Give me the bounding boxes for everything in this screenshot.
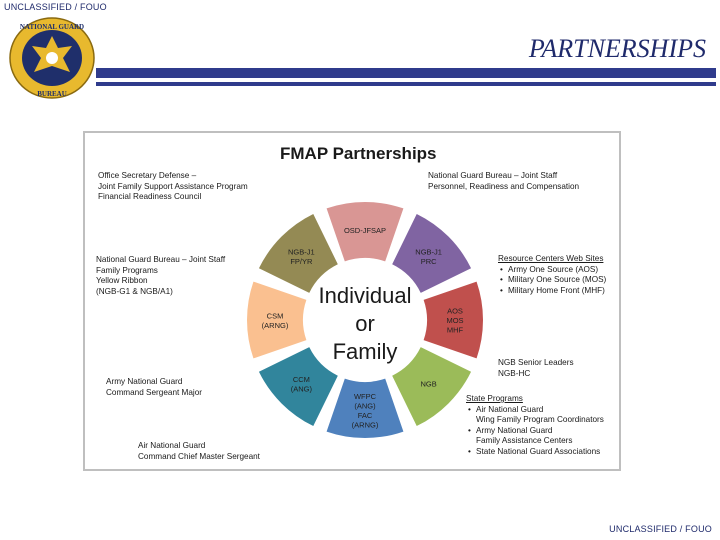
note-csm-line: Command Sergeant Major	[106, 387, 203, 397]
national-guard-bureau-seal: NATIONAL GUARD BUREAU	[8, 16, 96, 100]
note-osd-line: Joint Family Support Assistance Program	[98, 181, 248, 191]
note-family-line: Family Programs	[96, 265, 158, 275]
note-ngb-j1: National Guard Bureau – Joint Staff Pers…	[428, 171, 579, 192]
state-item: Wing Family Program Coordinators	[476, 415, 604, 424]
center-line-1: Individual	[318, 283, 412, 308]
state-item: Family Assistance Centers	[476, 436, 573, 445]
seal-text-top: NATIONAL GUARD	[20, 23, 84, 31]
ngb-leaders-line: NGB Senior Leaders	[498, 358, 574, 367]
ngb-leaders-line: NGB-HC	[498, 368, 531, 378]
note-family-line: Yellow Ribbon	[96, 276, 148, 285]
wheel-segment	[258, 347, 338, 427]
wheel-segment-label: CSM(ARNG)	[262, 311, 289, 330]
note-ngb-j1-line: National Guard Bureau – Joint Staff	[428, 171, 558, 180]
note-ccm-line: Command Chief Master Sergeant	[138, 451, 260, 461]
header-rule-thin	[96, 82, 716, 86]
note-osd: Office Secretary Defense – Joint Family …	[98, 171, 248, 203]
note-ccm: Air National Guard Command Chief Master …	[138, 441, 260, 462]
page-title: PARTNERSHIPS	[528, 34, 706, 63]
state-item: Army National Guard	[468, 426, 604, 437]
resource-item: Army One Source (AOS)	[500, 265, 606, 276]
note-osd-line: Office Secretary Defense –	[98, 171, 197, 180]
wheel-segment	[423, 281, 483, 359]
wheel-segment	[326, 378, 404, 438]
seal-text-bottom: BUREAU	[37, 90, 67, 98]
state-item: Air National Guard	[468, 405, 604, 416]
wheel-segment	[392, 347, 472, 427]
resource-title: Resource Centers Web Sites	[498, 254, 604, 263]
note-ngb-j1-line: Personnel, Readiness and Compensation	[428, 181, 580, 191]
wheel-segment	[258, 213, 338, 293]
resource-item: Military One Source (MOS)	[500, 275, 606, 286]
wheel-segment	[392, 213, 472, 293]
note-ccm-line: Air National Guard	[138, 441, 206, 450]
header-rule-thick	[96, 68, 716, 78]
wheel-segment-label: CCM(ANG)	[291, 375, 313, 394]
note-csm: Army National Guard Command Sergeant Maj…	[106, 377, 202, 398]
wheel-segment	[247, 281, 307, 359]
note-family-programs: National Guard Bureau – Joint Staff Fami…	[96, 255, 225, 297]
resource-item: Military Home Front (MHF)	[500, 286, 606, 297]
center-line-2: or	[355, 311, 375, 336]
center-line-3: Family	[332, 339, 398, 364]
center-label: Individual or Family	[300, 282, 430, 366]
state-item: State National Guard Associations	[468, 447, 604, 458]
note-resource-centers: Resource Centers Web Sites Army One Sour…	[498, 254, 606, 296]
wheel-segment-label: NGB	[421, 380, 437, 389]
wheel-segment-label: OSD-JFSAP	[344, 226, 386, 235]
note-ngb-leaders: NGB Senior Leaders NGB-HC	[498, 358, 574, 379]
note-osd-line: Financial Readiness Council	[98, 192, 202, 201]
state-title: State Programs	[466, 394, 523, 403]
wheel-segment-label: WFPC(ANG)FAC(ARNG)	[352, 392, 379, 430]
note-state-programs: State Programs Air National Guard Wing F…	[466, 394, 604, 457]
classification-top: UNCLASSIFIED / FOUO	[4, 2, 107, 12]
note-csm-line: Army National Guard	[106, 377, 183, 386]
note-family-line: (NGB-G1 & NGB/A1)	[96, 286, 173, 296]
wheel-segment	[326, 202, 404, 262]
diagram-title: FMAP Partnerships	[280, 144, 437, 163]
classification-bottom: UNCLASSIFIED / FOUO	[609, 524, 712, 534]
note-family-line: National Guard Bureau – Joint Staff	[96, 255, 226, 264]
